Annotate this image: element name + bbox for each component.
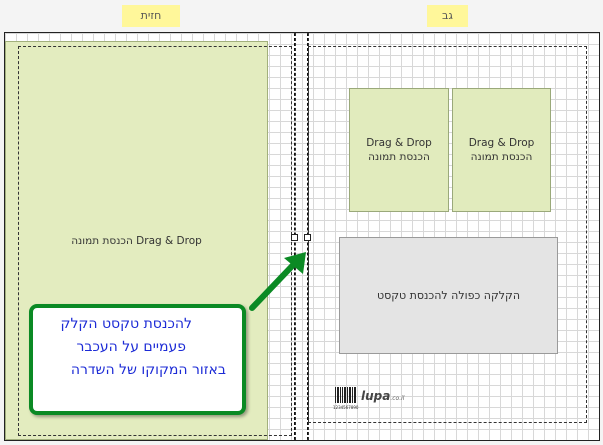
spine-resize-handle-right[interactable] [304, 234, 311, 241]
back-image-dnd-label: Drag & Drop [366, 137, 432, 149]
back-image-dropzone-left[interactable]: Drag & Drop הכנסת תמונה [349, 88, 449, 212]
back-image-dropzone-right[interactable]: Drag & Drop הכנסת תמונה [452, 88, 551, 212]
barcode-icon [335, 387, 356, 403]
front-image-label: הכנסת תמונה Drag & Drop [71, 234, 202, 247]
logo-suffix: .co.il [390, 395, 405, 402]
logo-text: lupa [361, 389, 391, 403]
callout-line: פעמיים על העכבר [76, 339, 187, 355]
barcode-number: 1234567890 [333, 405, 359, 410]
callout-line: להכנסת טקסט הקלק [60, 316, 192, 332]
text-box-label: הקלקה כפולה להכנסת טקסט [376, 289, 521, 302]
tab-back[interactable]: גב [427, 5, 468, 27]
back-image-dnd-label: Drag & Drop [468, 137, 535, 149]
spine-resize-handle-left[interactable] [291, 234, 298, 241]
callout-line: באזור המקוקו של השדרה [70, 362, 226, 378]
back-text-box[interactable]: הקלקה כפולה להכנסת טקסט [339, 237, 558, 354]
back-image-label: הכנסת תמונה [470, 151, 533, 163]
back-image-label: הכנסת תמונה [368, 151, 430, 163]
lupa-logo: lupa.co.il [361, 389, 404, 403]
help-callout: להכנסת טקסט הקלק פעמיים על העכבר באזור ה… [29, 304, 246, 415]
tab-front[interactable]: חזית [122, 5, 180, 27]
